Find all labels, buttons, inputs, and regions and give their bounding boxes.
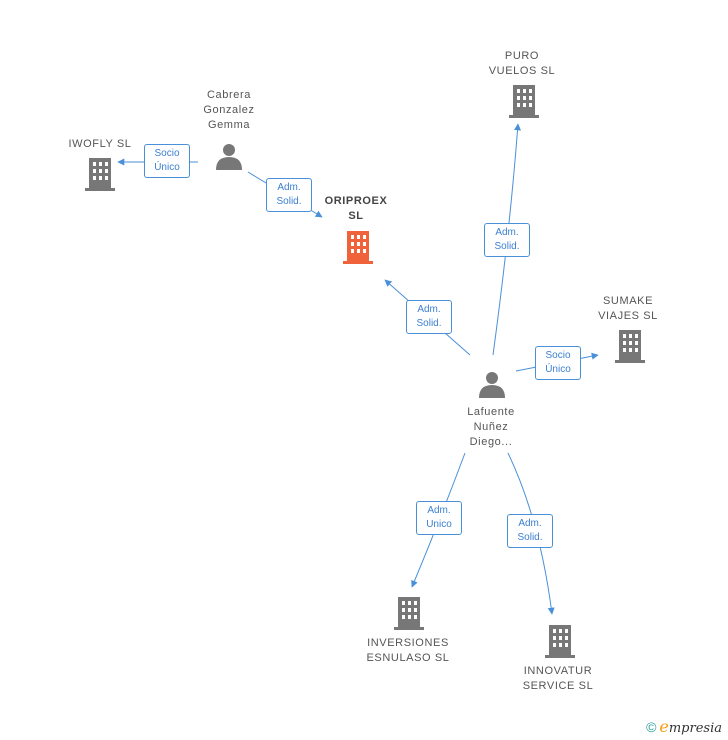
copyright-icon: © bbox=[646, 719, 657, 735]
node-label-sumake[interactable]: SUMAKE VIAJES SL bbox=[598, 295, 658, 322]
node-label-puro[interactable]: PURO VUELOS SL bbox=[488, 50, 556, 77]
building-icon[interactable] bbox=[394, 597, 424, 630]
edge-label-cabrera-oriproex: Adm. Solid. bbox=[266, 178, 312, 212]
node-label-cabrera[interactable]: Cabrera Gonzalez Gemma bbox=[203, 89, 255, 131]
person-icon[interactable] bbox=[216, 144, 242, 170]
building-icon[interactable] bbox=[615, 330, 645, 363]
building-icon[interactable] bbox=[509, 85, 539, 118]
node-label-innovatur[interactable]: INNOVATUR SERVICE SL bbox=[522, 665, 594, 692]
edge-label-lafuente-inversiones: Adm. Unico bbox=[416, 501, 462, 535]
edge-label-lafuente-oriproex: Adm. Solid. bbox=[406, 300, 452, 334]
footer-brand[interactable]: ©empresia bbox=[646, 717, 722, 736]
brand-logo-initial: e bbox=[659, 717, 669, 736]
brand-logo-text: mpresia bbox=[668, 721, 722, 736]
person-icon[interactable] bbox=[479, 372, 505, 398]
building-icon[interactable] bbox=[545, 625, 575, 658]
node-label-inversiones[interactable]: INVERSIONES ESNULASO SL bbox=[366, 637, 450, 664]
edge-label-lafuente-puro: Adm. Solid. bbox=[484, 223, 530, 257]
edge-label-lafuente-innovatur: Adm. Solid. bbox=[507, 514, 553, 548]
building-icon-main[interactable] bbox=[343, 231, 373, 264]
node-label-oriproex[interactable]: ORIPROEX SL bbox=[324, 195, 388, 222]
edge-label-cabrera-iwofly: Socio Único bbox=[144, 144, 190, 178]
edge-label-lafuente-sumake: Socio Único bbox=[535, 346, 581, 380]
node-label-lafuente[interactable]: Lafuente Nuñez Diego... bbox=[467, 406, 515, 448]
node-label-iwofly[interactable]: IWOFLY SL bbox=[68, 138, 132, 150]
building-icon[interactable] bbox=[85, 158, 115, 191]
